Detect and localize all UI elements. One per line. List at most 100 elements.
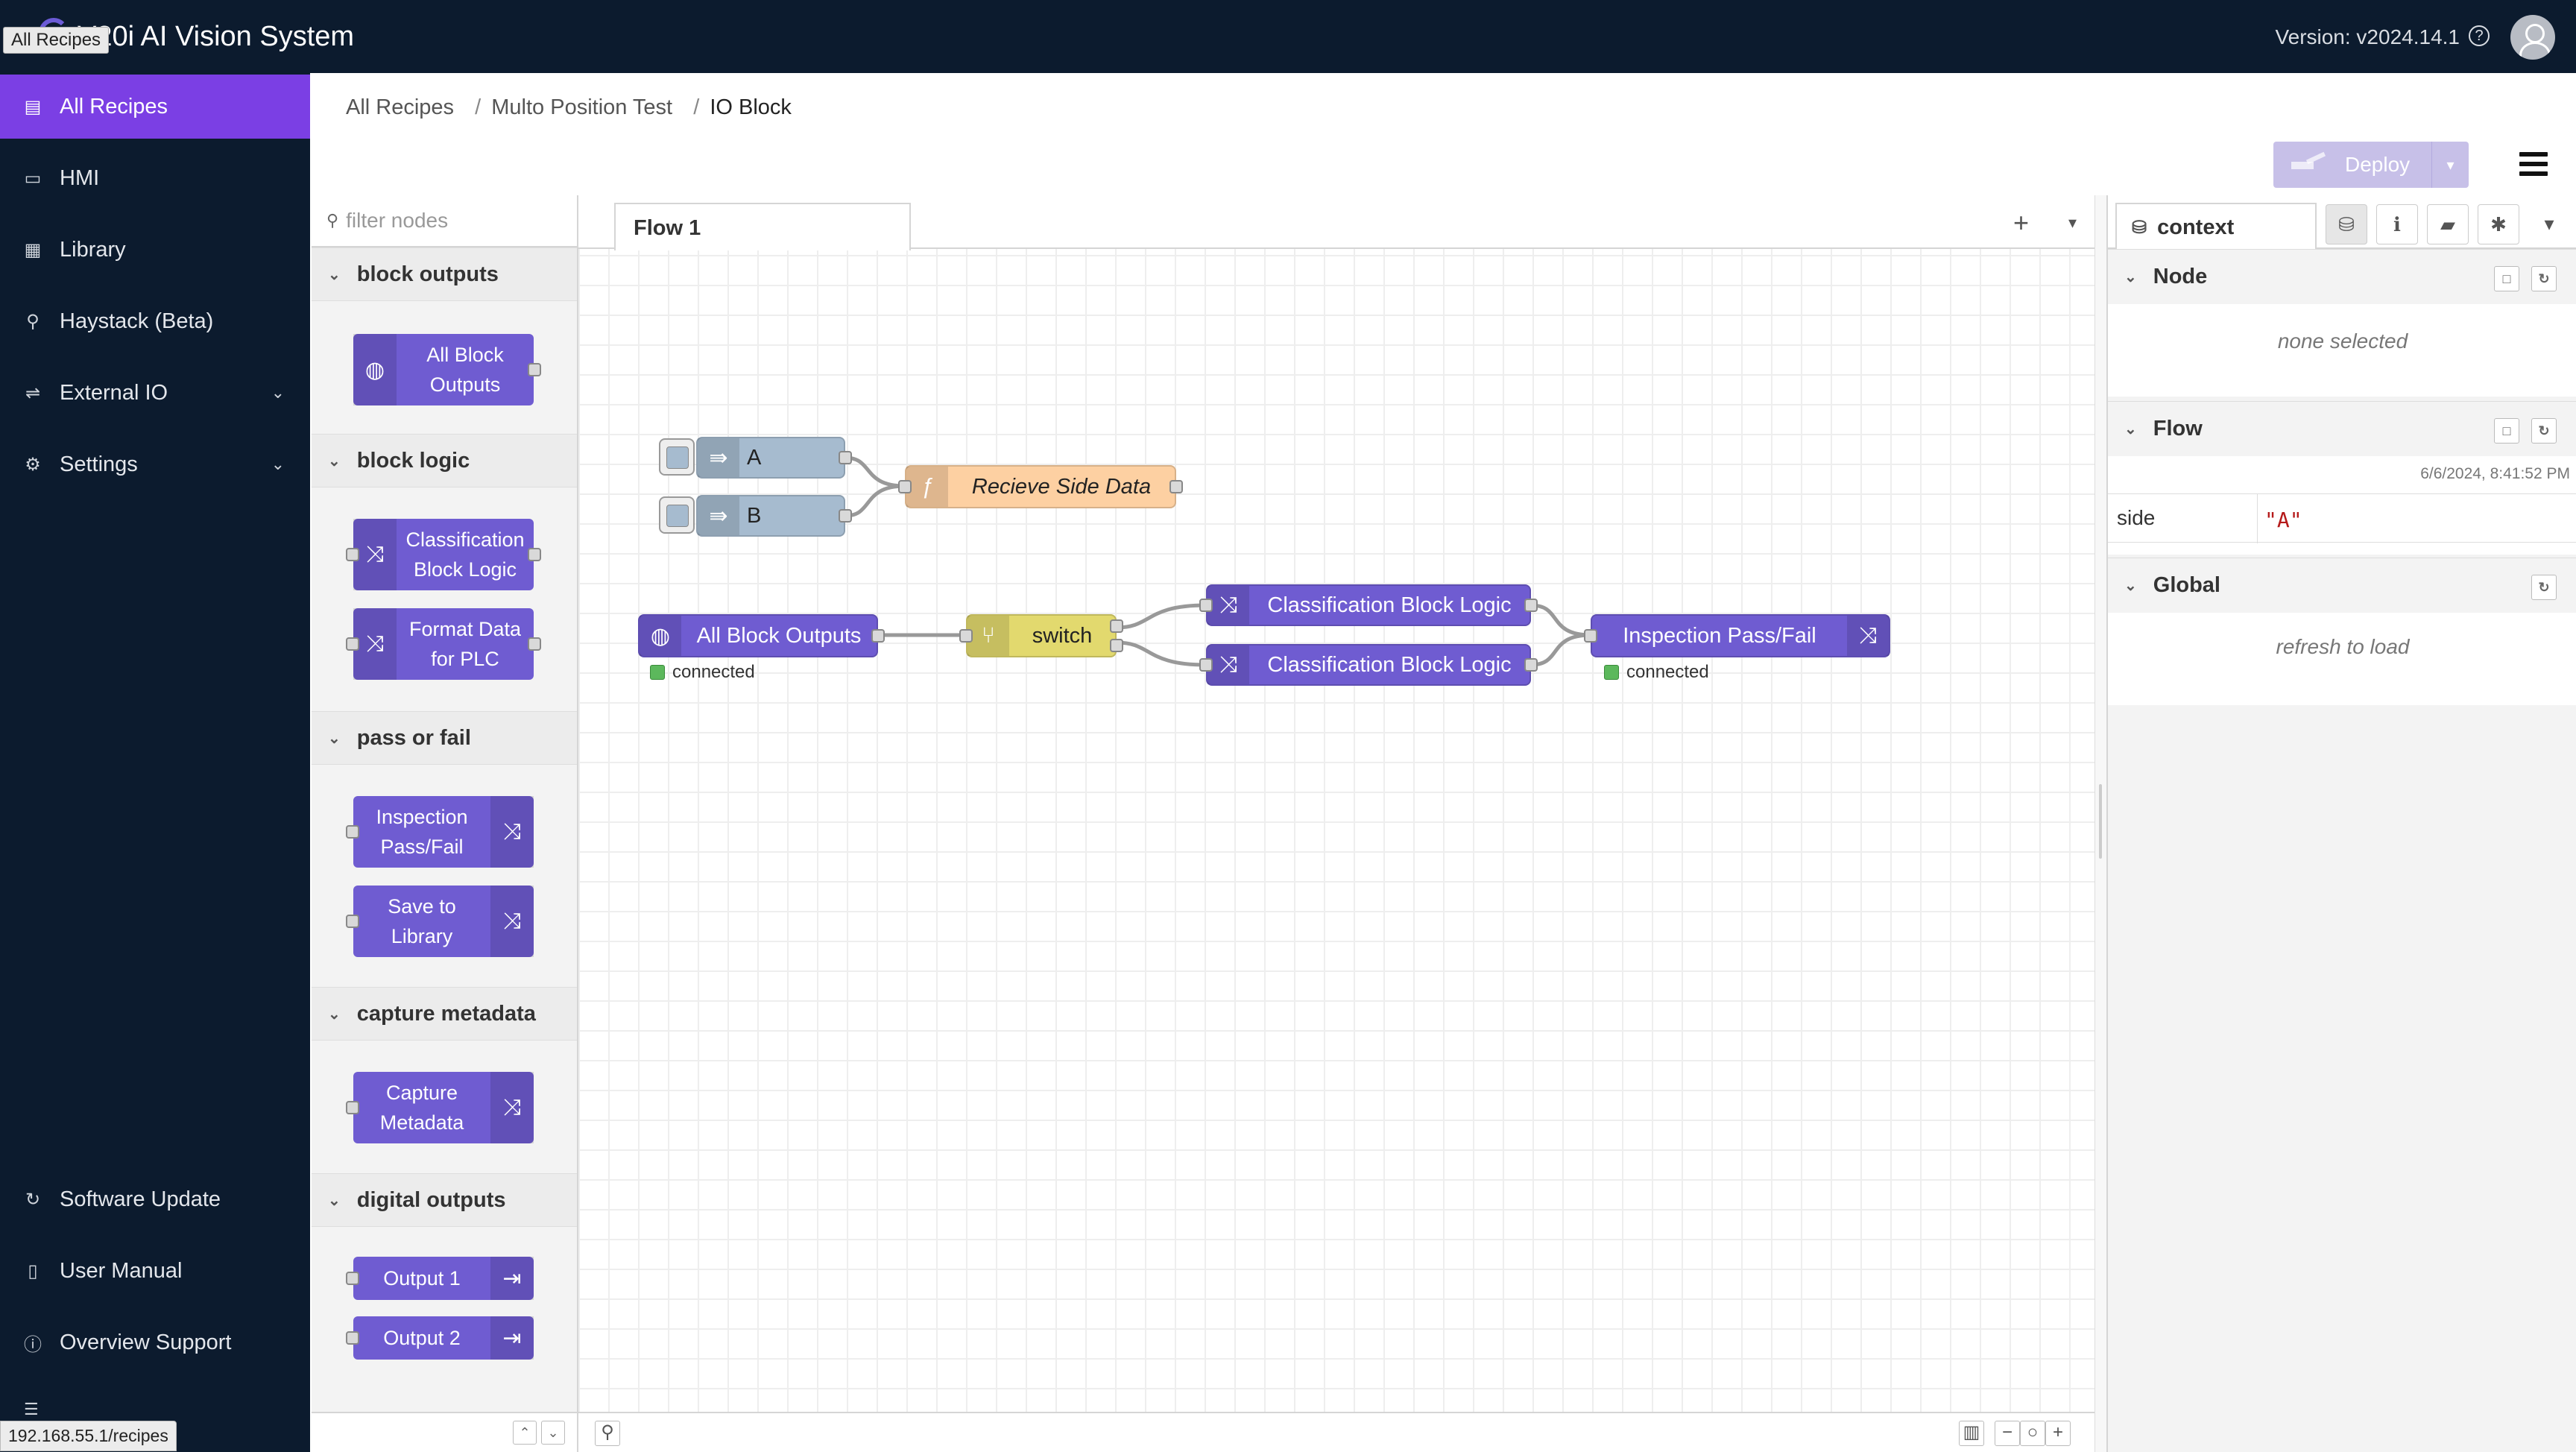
sidebar-item-overview-support[interactable]: ⓘ Overview Support xyxy=(0,1310,310,1374)
inject-a-button[interactable] xyxy=(659,438,695,476)
inspection-pass-fail-node[interactable]: ⤨ Inspection Pass/Fail xyxy=(1584,614,1890,657)
status-connected: connected xyxy=(650,662,755,683)
breadcrumb-all-recipes[interactable]: All Recipes xyxy=(346,95,455,119)
gear-icon: ⚙ xyxy=(25,454,41,475)
video-icon: ▭ xyxy=(24,168,42,189)
palette-category-block-logic[interactable]: ⌄ block logic xyxy=(312,434,577,487)
chevron-down-icon: ⌄ xyxy=(328,1192,341,1209)
sidebar-item-haystack[interactable]: ⚲ Haystack (Beta) xyxy=(0,289,310,353)
zoom-reset-icon[interactable]: ○ xyxy=(2020,1421,2045,1446)
tab-context[interactable]: ⛁ context xyxy=(2115,203,2317,250)
chevron-down-icon[interactable]: ⌄ xyxy=(271,383,285,402)
book-icon[interactable]: ▰ xyxy=(2427,204,2469,244)
classification-block-logic-node[interactable]: ⤨ Classification Block Logic xyxy=(1199,584,1538,626)
output-arrow-icon: ⇥ xyxy=(490,1316,534,1360)
sidebar-item-software-update[interactable]: ↻ Software Update xyxy=(0,1167,310,1231)
sidebar-item-settings[interactable]: ⚙ Settings ⌄ xyxy=(0,432,310,496)
output-arrow-icon: ⇥ xyxy=(490,1257,534,1300)
node-context-body: none selected xyxy=(2108,304,2576,397)
status-url: 192.168.55.1/recipes xyxy=(0,1421,177,1451)
section-node[interactable]: ⌄ Node □ ↻ xyxy=(2108,249,2576,304)
shuffle-icon: ⤨ xyxy=(353,519,397,590)
add-flow-icon[interactable]: + xyxy=(2012,207,2029,238)
chevron-down-icon[interactable]: ▾ xyxy=(2528,204,2570,244)
filter-nodes-input[interactable]: ⚲ filter nodes xyxy=(312,195,577,247)
workspace-footer: ⚲ ▥ − ○ + xyxy=(578,1412,2094,1452)
shuffle-icon: ⤨ xyxy=(490,886,534,957)
map-icon[interactable]: ▥ xyxy=(1959,1421,1984,1446)
main-menu-icon[interactable] xyxy=(2519,152,2548,176)
info-icon[interactable]: ℹ xyxy=(2376,204,2418,244)
debug-icon[interactable]: ✱ xyxy=(2478,204,2519,244)
help-icon[interactable]: ? xyxy=(2469,25,2490,46)
switch-node[interactable]: ⑂ switch xyxy=(959,614,1123,657)
search-icon[interactable]: ⚲ xyxy=(595,1421,620,1446)
sidebar-item-user-manual[interactable]: ▯ User Manual xyxy=(0,1239,310,1303)
sidebar-item-label: Library xyxy=(60,237,126,262)
expand-all-icon[interactable]: ⌄ xyxy=(541,1421,565,1445)
chevron-down-icon[interactable]: ⌄ xyxy=(271,455,285,473)
avatar[interactable] xyxy=(2510,15,2555,60)
chevron-down-icon: ⌄ xyxy=(2124,269,2137,285)
deploy-label: Deploy xyxy=(2345,153,2411,176)
section-flow[interactable]: ⌄ Flow □ ↻ xyxy=(2108,401,2576,456)
deploy-button[interactable]: Deploy ▾ xyxy=(2273,142,2469,188)
status-dot xyxy=(650,665,665,680)
section-global[interactable]: ⌄ Global ↻ xyxy=(2108,558,2576,613)
shuffle-icon: ⤨ xyxy=(1208,645,1249,684)
refresh-icon: ↻ xyxy=(25,1189,41,1210)
pin-icon[interactable]: □ xyxy=(2494,266,2519,291)
zoom-out-icon[interactable]: − xyxy=(1995,1421,2020,1446)
zoom-in-icon[interactable]: + xyxy=(2045,1421,2071,1446)
shuffle-icon: ⤨ xyxy=(353,608,397,680)
palette-category-pass-or-fail[interactable]: ⌄ pass or fail xyxy=(312,711,577,765)
sidebar-item-library[interactable]: ▦ Library xyxy=(0,218,310,282)
sidebar-item-label: Software Update xyxy=(60,1187,221,1211)
classification-block-logic-node[interactable]: ⤨ Classification Block Logic xyxy=(1199,644,1538,686)
pin-icon[interactable]: □ xyxy=(2494,418,2519,444)
database-icon[interactable]: ⛁ xyxy=(2326,204,2367,244)
function-node[interactable]: ƒ Recieve Side Data xyxy=(898,465,1183,508)
sidebar-item-external-io[interactable]: ⇌ External IO ⌄ xyxy=(0,361,310,425)
globe-icon: ◍ xyxy=(640,616,681,656)
sidebar-item-label: External IO xyxy=(60,380,168,405)
inject-node-b[interactable]: ⇛ B xyxy=(696,495,852,537)
sidebar-item-hmi[interactable]: ▭ HMI xyxy=(0,146,310,210)
chevron-down-icon: ⌄ xyxy=(2124,578,2137,594)
palette-category-capture-metadata[interactable]: ⌄ capture metadata xyxy=(312,987,577,1041)
chevron-down-icon[interactable]: ▾ xyxy=(2068,213,2077,232)
palette-category-block-outputs[interactable]: ⌄ block outputs xyxy=(312,247,577,301)
palette-node-output-2[interactable]: Output 2 ⇥ xyxy=(346,1316,534,1360)
palette-footer: ⌃ ⌄ xyxy=(312,1412,577,1452)
sidebar-item-all-recipes[interactable]: ▤ All Recipes xyxy=(0,75,310,139)
palette-category-digital-outputs[interactable]: ⌄ digital outputs xyxy=(312,1173,577,1227)
inject-node-a[interactable]: ⇛ A xyxy=(696,437,852,479)
refresh-icon[interactable]: ↻ xyxy=(2531,575,2557,600)
io-icon: ⇌ xyxy=(25,382,41,403)
tooltip: All Recipes xyxy=(3,27,110,54)
flow-workspace[interactable]: Flow 1 + ▾ ⇛ A ⇛ B ƒ Recieve Side Data xyxy=(578,195,2094,1452)
panel-splitter[interactable] xyxy=(2094,195,2106,1452)
sidebar: ▤ All Recipes ▭ HMI ▦ Library ⚲ Haystack… xyxy=(0,73,310,1452)
collapse-all-icon[interactable]: ⌃ xyxy=(513,1421,537,1445)
collapse-sidebar-icon[interactable]: ☰ xyxy=(24,1400,39,1418)
deploy-options-button[interactable]: ▾ xyxy=(2431,142,2469,188)
refresh-icon[interactable]: ↻ xyxy=(2531,418,2557,444)
breadcrumb-recipe[interactable]: Multo Position Test xyxy=(491,95,673,119)
tab-flow-1[interactable]: Flow 1 xyxy=(614,203,911,250)
status-dot xyxy=(1604,665,1619,680)
all-block-outputs-node[interactable]: ◍ All Block Outputs xyxy=(638,614,885,657)
refresh-icon[interactable]: ↻ xyxy=(2531,266,2557,291)
flow-tab-bar: Flow 1 + ▾ xyxy=(578,195,2094,250)
app-title: V20i AI Vision System xyxy=(78,21,355,52)
context-row[interactable]: side "A" xyxy=(2108,493,2576,543)
palette-node-output-1[interactable]: Output 1 ⇥ xyxy=(346,1257,534,1300)
chevron-down-icon: ⌄ xyxy=(328,452,341,470)
inject-b-button[interactable] xyxy=(659,496,695,534)
